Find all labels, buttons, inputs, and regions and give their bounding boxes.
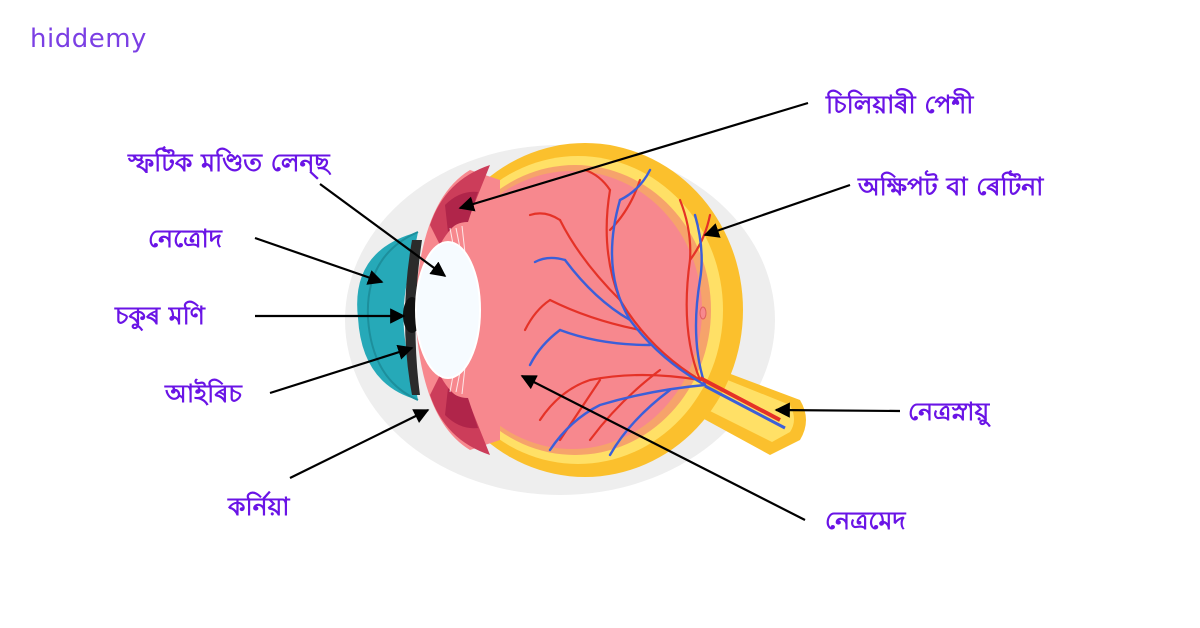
optic-artery [699,376,781,422]
label-optic-nerve: নেত্ৰস্নায়ু [908,397,990,426]
label-cornea: কৰ্নিয়া [228,492,290,521]
label-retina: অক্ষিপট বা ৰেটিনা [858,172,1044,201]
label-pupil: চকুৰ মণি [115,301,205,330]
label-vitreous-humor: নেত্ৰমেদ [825,506,906,535]
pointer-vitreous-humor [520,375,806,521]
ciliary-muscle-bottom [445,388,478,429]
brand-logo: hiddemy [30,24,147,54]
pointer-cornea [289,409,430,479]
cornea-edge [366,231,419,401]
pointer-retina [703,183,851,238]
optic-disc [699,306,707,320]
label-iris: আইৰিচ [165,379,242,408]
blood-vessels-vein [528,168,707,457]
pointer-lines [254,101,901,521]
pointer-aqueous-humor [254,236,384,285]
label-aqueous-humor: নেত্ৰোদ [148,224,222,253]
pointer-ciliary-muscle [458,101,809,212]
pointer-optic-nerve [774,402,901,418]
label-crystalline-lens: স্ফটিক মণ্ডিত লেন্‌ছ [128,148,330,177]
pointer-iris [269,344,414,395]
blood-vessels-artery [523,168,712,442]
optic-vein [704,384,786,430]
label-ciliary-muscle: চিলিয়াৰী পেশী [826,90,974,119]
pointer-crystalline-lens [319,183,447,277]
